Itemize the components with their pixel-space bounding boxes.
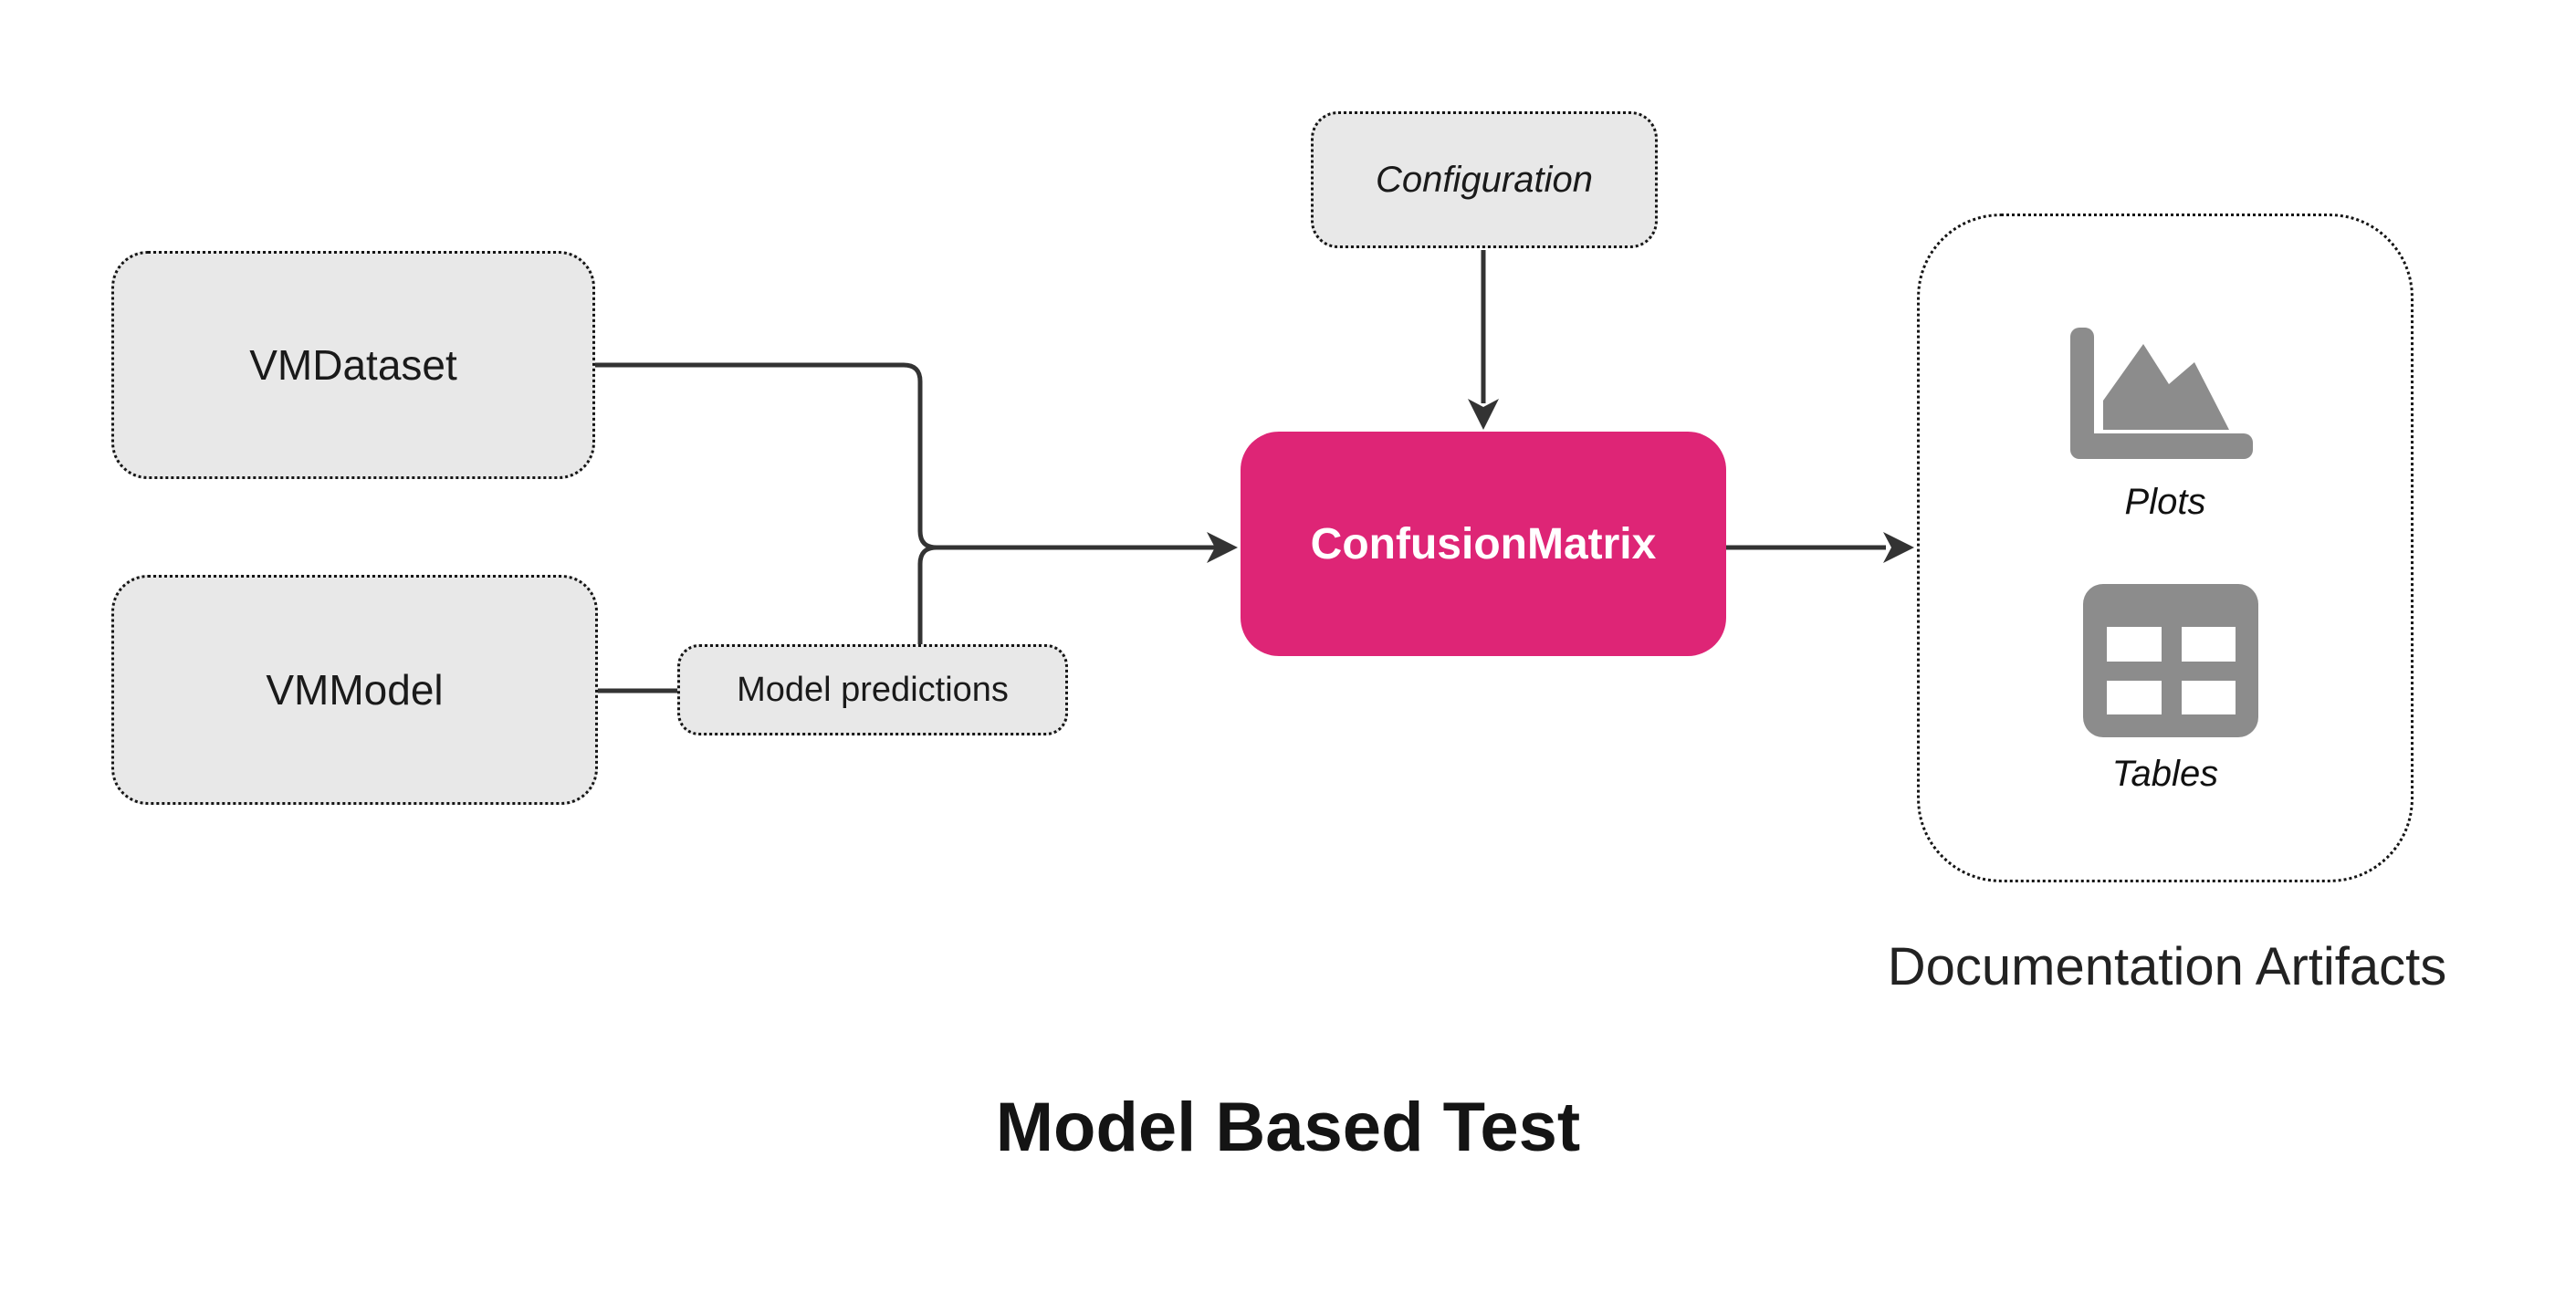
node-vmmodel-label: VMModel	[266, 666, 444, 714]
edge-vmdataset-to-confusionmatrix	[594, 362, 1216, 550]
tables-grid-icon	[2083, 584, 2258, 737]
plots-chart-icon	[2070, 328, 2253, 459]
diagram-title: Model Based Test	[995, 1089, 1581, 1166]
node-vmdataset-label: VMDataset	[249, 341, 457, 389]
node-model-predictions-label: Model predictions	[737, 670, 1009, 709]
node-vmdataset: VMDataset	[111, 251, 595, 479]
node-model-predictions: Model predictions	[677, 644, 1068, 735]
node-vmmodel: VMModel	[111, 575, 598, 805]
edge-predictions-to-junction	[917, 545, 937, 646]
documentation-artifacts-container	[1917, 214, 2414, 882]
node-configuration-label: Configuration	[1376, 159, 1593, 200]
node-confusionmatrix: ConfusionMatrix	[1241, 432, 1726, 656]
arrowhead-into-confusionmatrix-top	[1468, 399, 1499, 430]
arrowhead-into-confusionmatrix-left	[1207, 532, 1238, 563]
node-configuration: Configuration	[1311, 111, 1658, 248]
node-confusionmatrix-label: ConfusionMatrix	[1310, 519, 1657, 568]
arrowhead-into-artifacts	[1883, 532, 1914, 563]
documentation-artifacts-caption: Documentation Artifacts	[1887, 937, 2447, 996]
tables-label: Tables	[2111, 754, 2219, 794]
plots-label: Plots	[2124, 482, 2206, 522]
